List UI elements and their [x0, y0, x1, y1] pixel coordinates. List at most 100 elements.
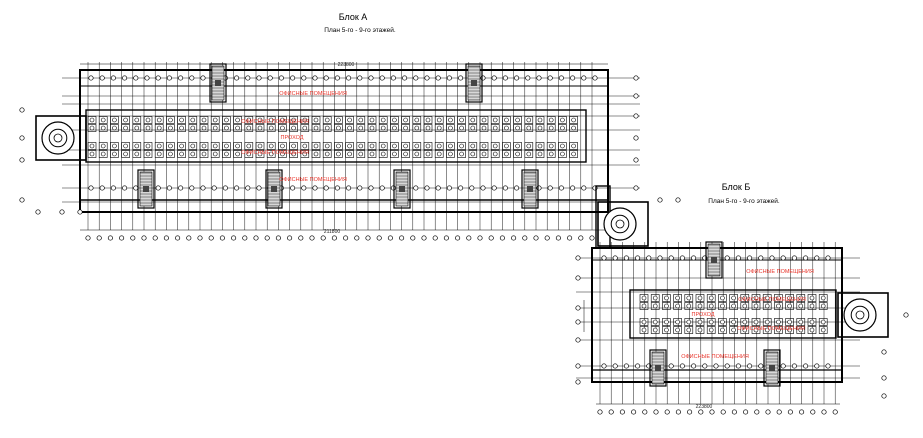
workstation — [210, 142, 220, 150]
workstation-frame — [345, 116, 354, 124]
block-a-axis-bubble — [19, 107, 25, 113]
workstation-frame — [774, 326, 783, 334]
workstation-chair — [560, 117, 565, 123]
block-a-axis-bubble — [455, 235, 461, 241]
workstation — [740, 302, 750, 310]
workstation-chair — [145, 117, 151, 123]
workstation-frame — [785, 302, 794, 310]
workstation-frame — [378, 150, 388, 158]
workstation-frame — [535, 116, 545, 124]
workstation-frame — [199, 116, 209, 124]
block-a-axis-bubble — [253, 235, 259, 241]
column-marker — [189, 75, 195, 81]
workstation — [199, 124, 209, 132]
workstation-frame — [87, 124, 97, 132]
block-a-axis-bubble — [35, 209, 41, 215]
workstation — [546, 124, 556, 132]
workstation-frame — [87, 150, 97, 158]
workstation-chair — [686, 295, 692, 301]
workstation-frame — [762, 326, 772, 334]
workstation — [244, 142, 254, 150]
workstation-frame — [513, 150, 522, 158]
workstation — [434, 150, 444, 158]
workstation-chair — [820, 303, 826, 309]
block-a-axis-bubble — [399, 235, 405, 241]
block-a-axis-bubble — [85, 235, 91, 241]
workstation — [378, 142, 388, 150]
workstation-chair — [112, 117, 117, 123]
block-a-outer-wall — [79, 69, 609, 213]
block-b-axis-bubble — [575, 319, 581, 325]
workstation — [785, 326, 794, 334]
workstation-frame — [390, 150, 399, 158]
workstation-chair — [224, 117, 229, 123]
workstation-chair — [731, 295, 736, 301]
workstation — [569, 124, 578, 132]
column-marker — [668, 255, 674, 261]
workstation-chair — [481, 143, 487, 149]
workstation — [121, 142, 130, 150]
workstation-frame — [546, 150, 556, 158]
workstation-frame — [143, 116, 153, 124]
column-marker — [200, 185, 206, 191]
column-marker — [458, 75, 464, 81]
column-marker — [312, 185, 318, 191]
block-b-axis-bubble — [787, 409, 793, 415]
workstation-frame — [513, 124, 522, 132]
block-a-axis-bubble — [320, 235, 326, 241]
workstation-chair — [358, 117, 364, 123]
workstation — [807, 326, 817, 334]
column-marker — [99, 185, 105, 191]
workstation-frame — [524, 116, 534, 124]
block-a-dimension-top: 223800 — [338, 62, 355, 68]
workstation — [774, 302, 783, 310]
workstation-chair — [787, 319, 792, 325]
workstation-frame — [289, 142, 298, 150]
workstation-chair — [324, 143, 330, 149]
column-marker — [581, 185, 587, 191]
workstation-frame — [479, 150, 489, 158]
workstation-chair — [313, 117, 319, 123]
workstation-chair — [403, 151, 408, 157]
column-marker — [514, 185, 520, 191]
workstation-frame — [751, 302, 761, 310]
workstation-chair — [134, 151, 140, 157]
workstation — [513, 124, 522, 132]
column-marker — [435, 185, 441, 191]
workstation-chair — [820, 295, 826, 301]
workstation-frame — [650, 318, 660, 326]
workstation — [143, 116, 153, 124]
block-a-axis-bubble — [578, 235, 584, 241]
block-b-zone-label: ОФИСНЫЕ ПОМЕЩЕНИЯ — [738, 297, 806, 303]
workstation — [334, 142, 343, 150]
column-marker — [679, 363, 685, 369]
workstation-chair — [336, 151, 341, 157]
workstation-chair — [548, 151, 554, 157]
block-b-zone-label: ОФИСНЫЕ ПОМЕЩЕНИЯ — [737, 326, 805, 332]
workstation-chair — [515, 125, 520, 131]
column-marker — [458, 185, 464, 191]
workstation-chair — [369, 143, 375, 149]
workstation-chair — [571, 143, 576, 149]
workstation-frame — [434, 150, 444, 158]
workstation — [345, 116, 354, 124]
column-marker — [803, 255, 809, 261]
column-marker — [612, 363, 618, 369]
block-a-title: Блок А — [339, 12, 368, 22]
workstation-chair — [425, 125, 431, 131]
elevator-shaft — [271, 186, 277, 192]
workstation-chair — [641, 319, 647, 325]
workstation — [818, 294, 828, 302]
workstation-chair — [280, 143, 285, 149]
workstation-frame — [513, 142, 522, 150]
workstation — [502, 150, 511, 158]
workstation-chair — [652, 327, 658, 333]
workstation-chair — [145, 143, 151, 149]
workstation — [132, 116, 142, 124]
column-marker — [502, 185, 508, 191]
workstation — [300, 116, 310, 124]
block-b-plan — [575, 197, 909, 415]
workstation-frame — [233, 124, 242, 132]
block-b-axis-bubble — [675, 197, 681, 203]
workstation-frame — [684, 294, 694, 302]
